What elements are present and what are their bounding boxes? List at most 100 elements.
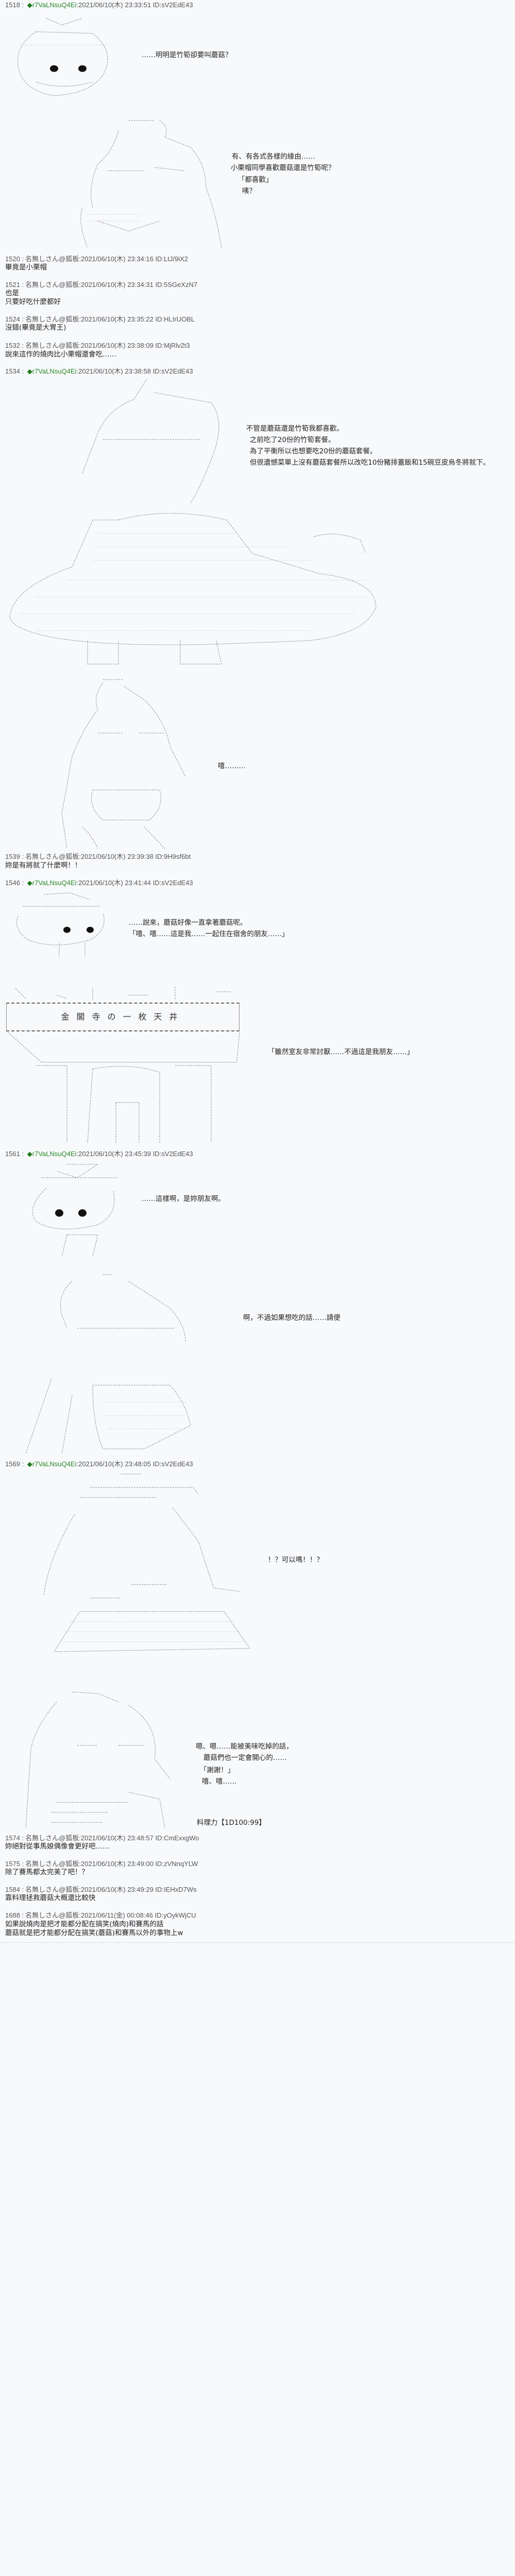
post-body-line: 說來這作的燒肉比小栗帽還會吃…… bbox=[5, 350, 116, 359]
post-body-line: 只要好吃什麼都好 bbox=[5, 298, 61, 306]
post-id[interactable]: sV2EdE43 bbox=[151, 1, 193, 9]
post-body-line: 妳絕對從事馬娘偶像會更好吧…… bbox=[5, 1842, 110, 1851]
ascii-art-figure bbox=[28, 1474, 260, 1658]
post-header: 1688名無しさん@狐板2021/06/11(金) 00:08:46yOykWj… bbox=[5, 1911, 196, 1920]
post-number[interactable]: 1532 bbox=[5, 342, 24, 349]
post-number[interactable]: 1521 bbox=[5, 281, 24, 289]
post-id[interactable]: sV2EdE43 bbox=[151, 879, 193, 887]
post-datetime: 2021/06/10(木) 23:34:31 bbox=[79, 281, 153, 289]
ascii-art-figure bbox=[62, 680, 206, 849]
caption-box: 金閣寺の一枚天井 bbox=[6, 1003, 239, 1031]
dialogue-line: 小栗帽同學喜歡蘑菇還是竹筍呢？ bbox=[231, 164, 335, 172]
post-id[interactable]: sV2EdE43 bbox=[151, 367, 193, 375]
post-header: 1532名無しさん@狐板2021/06/10(木) 23:38:09MjRlv2… bbox=[5, 342, 190, 350]
ascii-art-figure bbox=[5, 379, 386, 664]
dialogue-line: 不管是蘑菇還是竹筍我都喜歡。 bbox=[246, 425, 344, 433]
post-number[interactable]: 1546 bbox=[5, 879, 24, 887]
dialogue-line: 蘑菇們也一定會開心的…… bbox=[203, 1754, 287, 1762]
dialogue-line: 「都喜歡」 bbox=[238, 176, 273, 184]
dialogue-line: 嘻、嘻…… bbox=[202, 1777, 237, 1786]
poster-name: 名無しさん@狐板 bbox=[25, 281, 79, 289]
dialogue-line: 之前吃了20份的竹筍套餐。 bbox=[250, 436, 335, 444]
ascii-art-figure bbox=[15, 1275, 242, 1454]
poster-name: 名無しさん@狐板 bbox=[25, 1911, 79, 1919]
post-number[interactable]: 1569 bbox=[5, 1460, 24, 1468]
post-id[interactable]: 5SGeXzN7 bbox=[153, 281, 197, 289]
ascii-art-face bbox=[5, 15, 118, 100]
post-datetime: 2021/06/10(木) 23:33:51 bbox=[77, 1, 151, 9]
post-header: 1534 r7VaLNsuQ4Ei2021/06/10(木) 23:38:58s… bbox=[5, 367, 193, 376]
dialogue-line: 為了平衡所以也想要吃20份的蘑菇套餐。 bbox=[250, 447, 377, 455]
poster-name: 名無しさん@狐板 bbox=[25, 853, 79, 860]
post-body-line: 除了賽馬都太完美了吧！？ bbox=[5, 1868, 89, 1876]
post-number[interactable]: 1688 bbox=[5, 1911, 24, 1919]
post-number[interactable]: 1524 bbox=[5, 315, 24, 323]
post-body-line: 如果說燒肉是把才能都分配在搞笑(燒肉)和賽馬的話 bbox=[5, 1920, 164, 1928]
post-id[interactable]: 9H9sf6bt bbox=[153, 853, 191, 860]
post-number[interactable]: 1534 bbox=[5, 367, 24, 375]
post-header: 1561 r7VaLNsuQ4Ei2021/06/10(木) 23:45:39s… bbox=[5, 1150, 193, 1158]
post-datetime: 2021/06/10(木) 23:49:00 bbox=[79, 1860, 153, 1868]
post-id[interactable]: MjRlv2t3 bbox=[153, 342, 190, 349]
poster-name: 名無しさん@狐板 bbox=[25, 1860, 79, 1868]
post-header: 1524名無しさん@狐板2021/06/10(木) 23:35:22HLIrUO… bbox=[5, 315, 195, 324]
post-id[interactable]: sV2EdE43 bbox=[151, 1460, 193, 1468]
post-datetime: 2021/06/10(木) 23:34:16 bbox=[79, 255, 153, 263]
dialogue-line: ！？可以嗎！！？ bbox=[268, 1556, 323, 1564]
post-number[interactable]: 1575 bbox=[5, 1860, 24, 1868]
post-datetime: 2021/06/10(木) 23:41:44 bbox=[77, 879, 151, 887]
post-number[interactable]: 1561 bbox=[5, 1150, 24, 1158]
post-header: 1520名無しさん@狐板2021/06/10(木) 23:34:16LtJ/9i… bbox=[5, 255, 188, 263]
dialogue-line: 咦？ bbox=[242, 187, 256, 195]
post-number[interactable]: 1584 bbox=[5, 1886, 24, 1893]
post-datetime: 2021/06/10(木) 23:38:58 bbox=[77, 367, 151, 375]
dialogue-line: ……說來，蘑菇好像一直拿著蘑菇呢。 bbox=[129, 919, 247, 927]
dice-roll-result: 料理力【1D100:99】 bbox=[197, 1819, 266, 1827]
post-id[interactable]: LtJ/9iX2 bbox=[153, 255, 188, 263]
poster-name: 名無しさん@狐板 bbox=[25, 255, 79, 263]
poster-name: 名無しさん@狐板 bbox=[25, 315, 79, 323]
post-number[interactable]: 1520 bbox=[5, 255, 24, 263]
post-header: 1584名無しさん@狐板2021/06/10(木) 23:49:29IEHxD7… bbox=[5, 1886, 197, 1894]
post-datetime: 2021/06/10(木) 23:38:09 bbox=[79, 342, 153, 349]
ascii-art-face bbox=[13, 893, 113, 957]
divider bbox=[0, 1942, 515, 1943]
post-header: 1569 r7VaLNsuQ4Ei2021/06/10(木) 23:48:05s… bbox=[5, 1460, 193, 1468]
post-datetime: 2021/06/10(木) 23:49:29 bbox=[79, 1886, 153, 1893]
post-body-line: 畢竟是小栗帽 bbox=[5, 263, 47, 272]
dialogue-line: 「雖然室友非常討厭……不過這是我朋友……」 bbox=[268, 1048, 414, 1056]
ascii-art-face bbox=[26, 1164, 126, 1257]
dialogue-line: ……這樣啊，是妳朋友啊。 bbox=[142, 1195, 225, 1203]
post-header: 1521名無しさん@狐板2021/06/10(木) 23:34:315SGeXz… bbox=[5, 281, 197, 289]
post-body-line: 靠料理拯救蘑菇大概還比較快 bbox=[5, 1894, 96, 1902]
post-id[interactable]: IEHxD7Ws bbox=[153, 1886, 197, 1893]
trip-name: r7VaLNsuQ4Ei bbox=[27, 879, 77, 887]
post-body-line: 蘑菇就是把才能都分配在搞笑(蘑菇)和賽馬以外的事物上w bbox=[5, 1929, 183, 1937]
post-datetime: 2021/06/10(木) 23:48:57 bbox=[79, 1834, 153, 1842]
poster-name: 名無しさん@狐板 bbox=[25, 1834, 79, 1842]
trip-name: r7VaLNsuQ4Ei bbox=[27, 367, 77, 375]
post-body-line: 也是 bbox=[5, 289, 19, 297]
post-datetime: 2021/06/10(木) 23:39:38 bbox=[79, 853, 153, 860]
post-number[interactable]: 1574 bbox=[5, 1834, 24, 1842]
post-datetime: 2021/06/10(木) 23:45:39 bbox=[77, 1150, 151, 1158]
post-id[interactable]: zVNnqYLW bbox=[153, 1860, 198, 1868]
dialogue-line: 啊，不過如果想吃的話……請便 bbox=[243, 1314, 340, 1322]
post-number[interactable]: 1518 bbox=[5, 1, 24, 9]
post-body-line: 沒錯(畢竟是大胃王) bbox=[5, 324, 66, 332]
post-header: 1575名無しさん@狐板2021/06/10(木) 23:49:00zVNnqY… bbox=[5, 1860, 198, 1868]
post-header: 1518 r7VaLNsuQ4Ei2021/06/10(木) 23:33:51s… bbox=[5, 1, 193, 9]
dialogue-line: 「嘻、嘻……這是我……一起住在宿舍的朋友……」 bbox=[129, 930, 289, 938]
post-id[interactable]: yOykWjCU bbox=[153, 1911, 196, 1919]
trip-name: r7VaLNsuQ4Ei bbox=[27, 1460, 77, 1468]
trip-name: r7VaLNsuQ4Ei bbox=[27, 1150, 77, 1158]
post-number[interactable]: 1539 bbox=[5, 853, 24, 860]
dialogue-line: 嗯、嗯……能被美味吃掉的話， bbox=[196, 1742, 293, 1751]
dialogue-line: ……明明是竹筍卻要叫蘑菇？ bbox=[142, 51, 232, 59]
post-id[interactable]: HLIrUOBL bbox=[153, 315, 195, 323]
post-header: 1546 r7VaLNsuQ4Ei2021/06/10(木) 23:41:44s… bbox=[5, 879, 193, 887]
post-id[interactable]: CmExxgWo bbox=[153, 1834, 199, 1842]
post-id[interactable]: sV2EdE43 bbox=[151, 1150, 193, 1158]
ascii-art-figure bbox=[26, 1692, 196, 1827]
post-datetime: 2021/06/10(木) 23:48:05 bbox=[77, 1460, 151, 1468]
